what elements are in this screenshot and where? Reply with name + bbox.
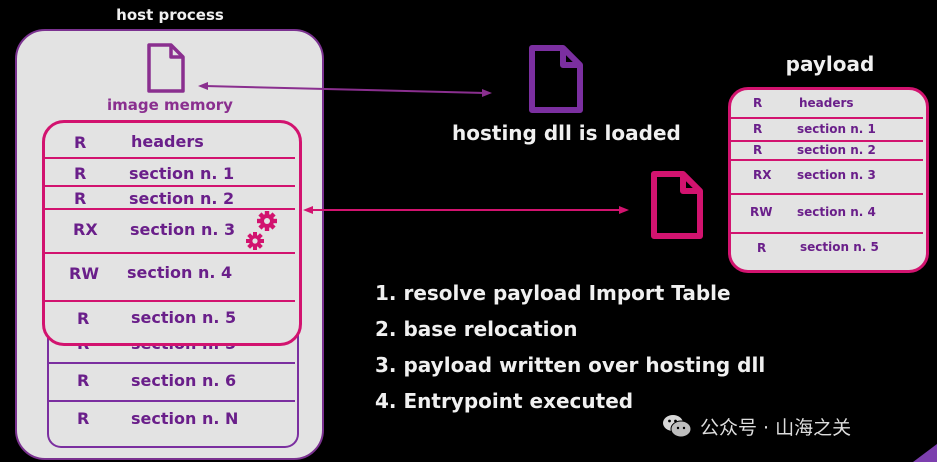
step-item: 1. resolve payload Import Table: [375, 281, 731, 305]
image-section-perm: R: [74, 133, 87, 152]
row-divider: [731, 140, 923, 142]
image-section-perm: RX: [73, 220, 98, 239]
payload-section-name: section n. 1: [797, 122, 876, 136]
row-divider: [731, 159, 923, 161]
payload-section-name: section n. 2: [797, 143, 876, 157]
hosting-dll-loaded-label: hosting dll is loaded: [452, 121, 681, 145]
hosting-section-name: section n. 6: [131, 371, 237, 390]
hosting-dll-section-table: [47, 300, 299, 448]
watermark-text: 公众号 · 山海之关: [700, 416, 852, 439]
payload-section-name: section n. 3: [797, 168, 876, 182]
image-section-name: section n. 5: [131, 308, 237, 327]
payload-title: payload: [785, 52, 875, 76]
image-section-name: headers: [131, 132, 204, 151]
step-item: 3. payload written over hosting dll: [375, 353, 766, 377]
image-section-perm: R: [74, 164, 87, 183]
payload-section-name: section n. 5: [800, 240, 879, 254]
row-divider: [47, 400, 295, 402]
hosting-section-name: section n. N: [131, 409, 239, 428]
image-section-name: section n. 4: [127, 263, 233, 282]
row-divider: [45, 300, 295, 302]
payload-file-icon: [651, 171, 703, 239]
payload-section-perm: R: [753, 96, 763, 110]
row-divider: [731, 117, 923, 119]
payload-section-perm: RX: [753, 168, 772, 182]
row-divider: [731, 193, 923, 195]
watermark: 公众号 · 山海之关: [662, 412, 851, 440]
image-memory-label: image memory: [107, 96, 233, 114]
row-divider: [731, 232, 923, 234]
image-to-payload-arrow: [303, 206, 629, 214]
step-item: 4. Entrypoint executed: [375, 389, 634, 413]
image-section-perm: R: [77, 309, 90, 328]
image-memory-file-icon: [147, 43, 185, 93]
image-section-perm: RW: [69, 264, 99, 283]
row-divider: [45, 252, 295, 254]
gears-icon: [246, 211, 277, 250]
payload-section-name: headers: [799, 96, 854, 110]
corner-decoration: [913, 444, 937, 462]
image-section-perm: R: [74, 189, 87, 208]
hosting-dll-file-icon: [529, 45, 583, 113]
hosting-section-perm: R: [77, 371, 90, 390]
row-divider: [45, 157, 295, 159]
image-to-hosting-dll-arrow: [198, 82, 492, 97]
payload-section-perm: RW: [750, 205, 773, 219]
image-section-name: section n. 2: [129, 189, 235, 208]
payload-section-perm: R: [753, 143, 763, 157]
image-section-name: section n. 3: [130, 220, 236, 239]
hosting-section-perm: R: [77, 409, 90, 428]
host-process-title: host process: [116, 6, 224, 24]
row-divider: [47, 362, 295, 364]
row-divider: [45, 185, 295, 187]
row-divider: [45, 208, 295, 210]
image-section-name: section n. 1: [129, 164, 235, 183]
wechat-icon: [663, 415, 692, 438]
payload-section-name: section n. 4: [797, 205, 876, 219]
step-item: 2. base relocation: [375, 317, 578, 341]
payload-section-perm: R: [757, 241, 767, 255]
steps-list: 1. resolve payload Import Table 2. base …: [375, 279, 765, 423]
payload-section-perm: R: [753, 122, 763, 136]
